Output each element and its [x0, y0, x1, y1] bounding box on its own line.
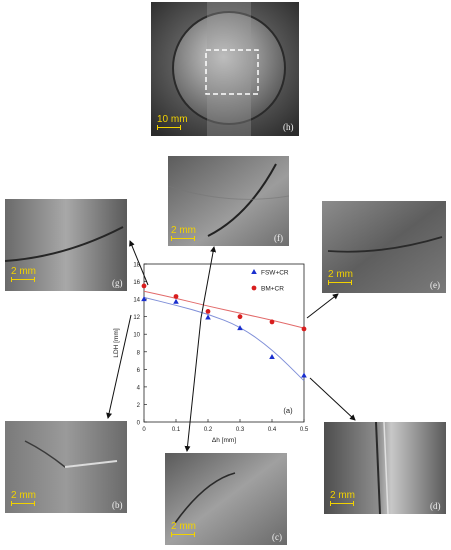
panel-f-label: (f)	[274, 233, 283, 243]
data-point-triangle	[237, 325, 243, 331]
chart-panel-label: (a)	[283, 406, 293, 415]
y-tick-label: 6	[137, 368, 141, 374]
x-axis-label: Δh [mm]	[212, 437, 236, 444]
panel-f-photo: 2 mm (f)	[168, 156, 289, 246]
panel-c-label: (c)	[272, 532, 282, 542]
y-axis-label: LDH [mm]	[113, 328, 120, 357]
data-point-triangle	[173, 298, 179, 304]
legend-marker	[251, 269, 257, 274]
panel-e-scale-bar: 2 mm	[328, 270, 353, 285]
data-point-circle	[141, 283, 147, 289]
data-point-triangle	[269, 354, 275, 360]
series-fit-curve-2	[143, 290, 305, 329]
panel-c-scale-bar: 2 mm	[171, 522, 196, 537]
legend-entry: BM+CR	[261, 286, 284, 293]
panel-b-label: (b)	[112, 500, 123, 510]
y-tick-label: 16	[133, 280, 140, 286]
x-tick-label: 0.4	[268, 427, 277, 433]
panel-b-scale-bar: 2 mm	[11, 491, 36, 506]
panel-g-photo: 2 mm (g)	[5, 199, 127, 291]
y-tick-label: 4	[137, 385, 141, 391]
y-tick-label: 14	[133, 298, 140, 304]
panel-b-photo: 2 mm (b)	[5, 421, 127, 513]
y-tick-label: 12	[133, 315, 140, 321]
x-tick-label: 0.1	[172, 427, 181, 433]
y-tick-label: 10	[133, 333, 140, 339]
data-point-triangle	[141, 296, 147, 302]
x-tick-label: 0.2	[204, 427, 213, 433]
panel-f-scale-bar: 2 mm	[171, 226, 196, 241]
panel-e-photo: 2 mm (e)	[322, 201, 446, 293]
panel-g-label: (g)	[112, 278, 123, 288]
data-point-circle	[173, 294, 179, 299]
plot-frame	[143, 263, 305, 423]
panel-h-label: (h)	[283, 122, 294, 132]
panel-h-scale-bar: 10 mm	[157, 115, 188, 130]
detail-box	[205, 49, 259, 95]
data-point-triangle	[301, 372, 307, 378]
data-point-circle	[205, 309, 211, 314]
ldh-chart: 0 2 4 6 8 10 12 14 16 18 0 0.1 0.2 0.3 0.4 0.5 Δh [mm] LD…	[113, 263, 309, 445]
panel-g-scale-bar: 2 mm	[11, 267, 36, 282]
panel-h-photo: 10 mm (h)	[151, 2, 299, 136]
y-tick-label: 2	[137, 403, 141, 409]
panel-c-photo: 2 mm (c)	[165, 453, 287, 545]
y-tick-label: 18	[133, 263, 140, 269]
x-tick-label: 0	[142, 427, 146, 433]
x-tick-label: 0.5	[300, 427, 309, 433]
series-fit-curve-1	[143, 296, 305, 382]
y-tick-label: 8	[137, 350, 141, 356]
legend-entry: FSW+CR	[261, 270, 289, 277]
data-point-circle	[269, 319, 275, 325]
panel-d-photo: 2 mm (d)	[324, 422, 446, 514]
y-tick-label: 0	[137, 421, 141, 427]
data-point-circle	[237, 314, 243, 320]
data-point-circle	[301, 326, 307, 332]
panel-d-scale-bar: 2 mm	[330, 491, 355, 506]
x-tick-label: 0.3	[236, 427, 245, 433]
panel-e-label: (e)	[430, 280, 440, 290]
legend-marker	[251, 285, 257, 291]
panel-d-label: (d)	[430, 501, 441, 511]
